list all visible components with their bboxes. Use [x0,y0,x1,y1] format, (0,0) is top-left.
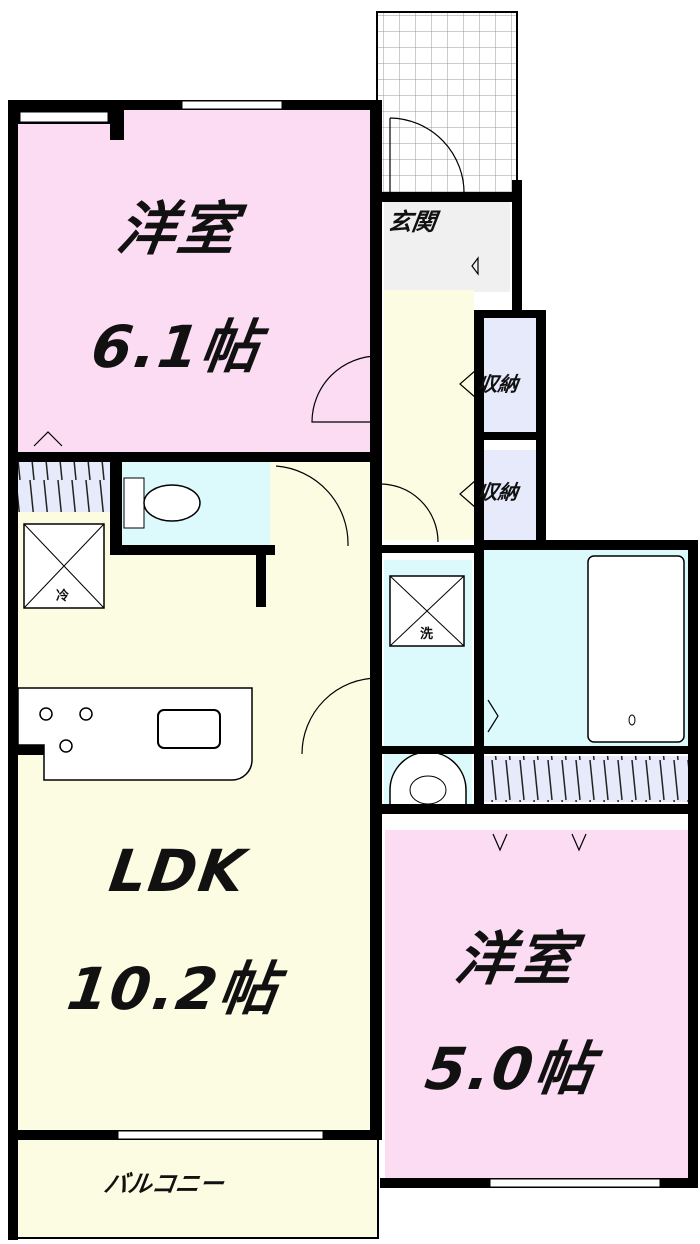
ldk-name: LDK [105,837,251,905]
porch [376,11,518,198]
ldk-area: 10.2帖 [63,955,284,1023]
storage-2-floor [484,450,536,542]
western-room-2-area: 5.0帖 [421,1035,600,1103]
toilet-bowl [143,484,201,522]
hallway-floor [384,290,474,540]
western-room-1-name: 洋室 [113,195,243,263]
western-room-1-area: 6.1帖 [87,313,266,381]
western-room-2-floor [385,830,691,1180]
entrance-label: 玄関 [386,208,438,236]
window [19,111,109,123]
western-room-2-name: 洋室 [451,925,581,993]
kitchen-sink [157,709,221,749]
storage-1-label: 収納 [476,372,520,396]
storage-1-floor [484,315,536,433]
stove-burner [59,739,73,753]
fridge-label: 冷 [56,589,70,604]
bathtub [587,555,685,743]
balcony-floor [15,1133,379,1239]
washer-label: 洗 [420,627,434,642]
window [181,100,283,110]
storage-2-label: 収納 [476,480,520,504]
stair-hatch [18,460,110,512]
window [117,1130,324,1140]
entry-door-swing [389,117,465,196]
closet [484,756,690,802]
stove-burner [39,707,53,721]
entrance-floor [384,200,510,292]
balcony-label: バルコニー [102,1170,226,1198]
window [489,1178,661,1188]
stove-burner [79,707,93,721]
western-room-1-floor [16,108,376,454]
